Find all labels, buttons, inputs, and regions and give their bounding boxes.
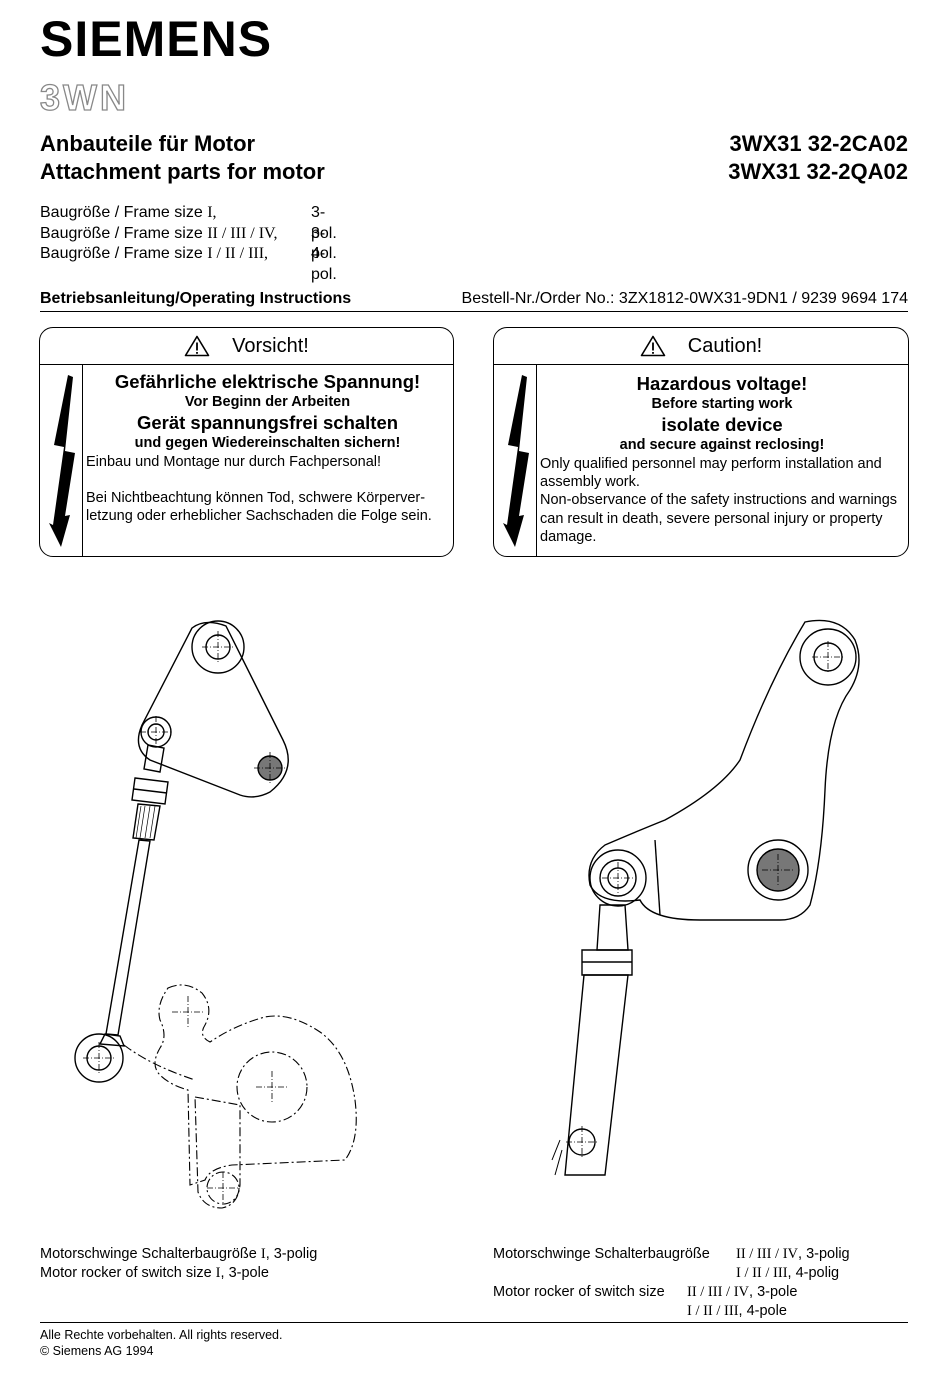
- frame-size-poles: 3-pol.: [311, 204, 337, 242]
- divider: [40, 311, 908, 312]
- caption-size-group: I / II / III, 4-polig: [736, 1264, 839, 1283]
- warning-line: Before starting work: [651, 396, 793, 412]
- warning-line: Vor Beginn der Arbeiten: [184, 394, 351, 410]
- frame-size-label: Baugröße / Frame size: [40, 224, 203, 242]
- warning-text: Gefährliche elektrische Spannung! Vor Be…: [86, 371, 449, 526]
- caption-right: Motorschwinge Schalterbaugröße II / III …: [493, 1245, 913, 1321]
- caption-poles: , 4-pole: [738, 1303, 787, 1319]
- caption-poles: , 3-polig: [798, 1246, 850, 1262]
- bolt-column: [494, 365, 537, 556]
- caption-english-2: I / II / III, 4-pole: [493, 1302, 913, 1321]
- caption-left: Motorschwinge Schalterbaugröße I, 3-poli…: [40, 1245, 317, 1283]
- frame-size-row: Baugröße / Frame size I / II / III, 4-po…: [40, 244, 337, 283]
- caption-german: Motorschwinge Schalterbaugröße I, 3-poli…: [40, 1245, 317, 1264]
- caption-poles: , 3-pole: [220, 1265, 269, 1281]
- caption-size: I: [215, 1265, 221, 1281]
- frame-size-label: Baugröße / Frame size: [40, 204, 203, 221]
- warning-box-header: Caution!: [494, 328, 908, 365]
- warning-line-isolate: Gerät spannungsfrei schalten: [136, 412, 399, 433]
- caption-poles: , 3-polig: [265, 1246, 318, 1262]
- order-numbers: 3WX31 32-2CA02 3WX31 32-2QA02: [728, 130, 908, 186]
- caption-poles: , 3-pole: [749, 1284, 798, 1300]
- bolt-column: [40, 365, 83, 556]
- frame-size-label: Baugröße / Frame size: [40, 245, 203, 262]
- frame-size-values: I / II / III,: [207, 245, 269, 262]
- warning-line-hazard: Hazardous voltage!: [636, 373, 808, 394]
- caption-size: I / II / III: [687, 1303, 739, 1319]
- caption-size: I / II / III: [736, 1265, 788, 1281]
- warning-box-german: Vorsicht! Gefährliche elektrische Spannu…: [39, 327, 454, 557]
- warning-text: Hazardous voltage! Before starting work …: [540, 373, 904, 546]
- caption-english: Motor rocker of switch size II / III / I…: [493, 1283, 913, 1302]
- caption-german-2: I / II / III, 4-polig: [493, 1264, 913, 1283]
- frame-size-list: Baugröße / Frame size I, 3-pol. Baugröße…: [40, 203, 337, 283]
- document-title: Anbauteile für Motor Attachment parts fo…: [40, 130, 325, 186]
- caption-english: Motor rocker of switch size I, 3-pole: [40, 1264, 317, 1283]
- lightning-bolt-icon: [49, 375, 75, 547]
- warning-line-consequence: Bei Nichtbeachtung können Tod, schwere K…: [86, 490, 432, 525]
- warning-line: and secure against reclosing!: [619, 437, 825, 453]
- warning-box-header: Vorsicht!: [40, 328, 453, 365]
- caption-size-group: II / III / IV, 3-pole: [687, 1283, 797, 1302]
- frame-size-poles: 3-pol.: [311, 224, 337, 263]
- footer: Alle Rechte vorbehalten. All rights rese…: [40, 1328, 283, 1359]
- caption-text: Motorschwinge Schalterbaugröße: [40, 1246, 257, 1262]
- warning-line-consequence: Non-observance of the safety instruction…: [540, 492, 898, 545]
- frame-size-row: Baugröße / Frame size I, 3-pol.: [40, 203, 337, 242]
- caption-size-group: I / II / III, 4-pole: [687, 1302, 787, 1321]
- warning-triangle-icon: [184, 335, 210, 357]
- copyright-notice: © Siemens AG 1994: [40, 1343, 154, 1358]
- warning-line-isolate: isolate device: [661, 414, 783, 435]
- warning-title: Vorsicht!: [232, 334, 309, 357]
- product-name: 3WN: [39, 77, 129, 118]
- caption-text: Motor rocker of switch size: [493, 1284, 665, 1300]
- caption-poles: , 4-polig: [787, 1265, 840, 1281]
- caption-size-group: II / III / IV, 3-polig: [736, 1245, 850, 1264]
- drawing-motor-rocker-size-1: [74, 620, 357, 1209]
- warning-line: Only qualified personnel may perform ins…: [540, 456, 882, 491]
- warning-title: Caution!: [687, 334, 763, 357]
- title-german: Anbauteile für Motor: [40, 131, 256, 156]
- brand-logo: SIEMENS: [40, 11, 273, 67]
- frame-size-row: Baugröße / Frame size II / III / IV, 3-p…: [40, 224, 337, 263]
- footer-divider: [40, 1322, 908, 1323]
- order-number-line: Bestell-Nr./Order No.: 3ZX1812-0WX31-9DN…: [461, 290, 908, 307]
- warning-triangle-icon: [640, 335, 666, 357]
- caption-size: II / III / IV: [736, 1246, 799, 1262]
- warning-box-body: Hazardous voltage! Before starting work …: [494, 365, 908, 556]
- instructions-heading: Betriebsanleitung/Operating Instructions: [40, 290, 352, 307]
- frame-size-poles: 4-pol.: [311, 245, 337, 283]
- order-number-1: 3WX31 32-2CA02: [729, 131, 908, 156]
- order-number-2: 3WX31 32-2QA02: [728, 159, 908, 184]
- warning-line: Einbau und Montage nur durch Fachpersona…: [86, 454, 382, 470]
- frame-size-values: II / III / IV,: [207, 224, 278, 242]
- warning-box-body: Gefährliche elektrische Spannung! Vor Be…: [40, 365, 453, 556]
- caption-text: Motor rocker of switch size: [40, 1265, 212, 1281]
- caption-text: Motorschwinge Schalterbaugröße: [493, 1246, 710, 1262]
- caption-size: II / III / IV: [687, 1284, 750, 1300]
- drawing-motor-rocker-size-2-3-4: [551, 619, 860, 1176]
- warning-line-hazard: Gefährliche elektrische Spannung!: [114, 371, 421, 392]
- frame-size-values: I,: [207, 204, 217, 221]
- title-english: Attachment parts for motor: [40, 159, 325, 184]
- warning-box-english: Caution! Hazardous voltage! Before start…: [493, 327, 909, 557]
- caption-size: I: [260, 1246, 266, 1262]
- lightning-bolt-icon: [503, 375, 529, 547]
- warning-line: und gegen Wiedereinschalten sichern!: [134, 435, 401, 451]
- rights-notice: Alle Rechte vorbehalten. All rights rese…: [40, 1328, 283, 1342]
- caption-german: Motorschwinge Schalterbaugröße II / III …: [493, 1245, 913, 1264]
